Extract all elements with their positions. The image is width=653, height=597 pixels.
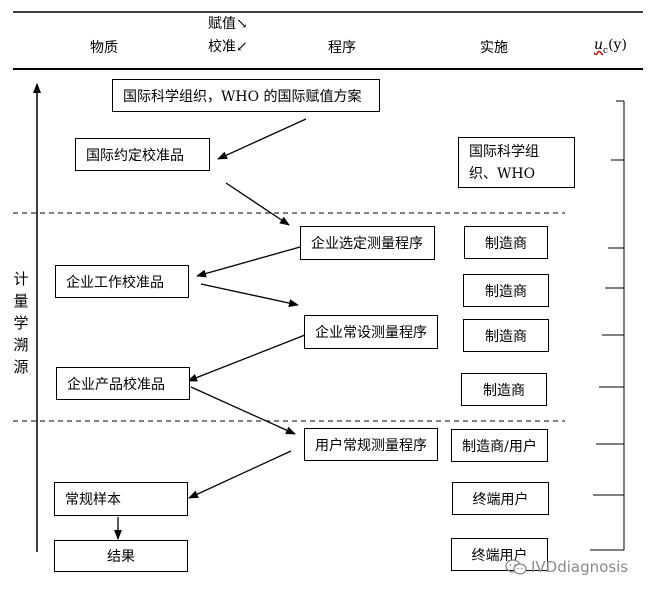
header-col-material: 物质: [90, 40, 118, 56]
arrow-standing-procedure-to-product-calibrator: [187, 334, 306, 382]
header-col-implementer: 实施: [480, 40, 508, 56]
watermark-text: IVDdiagnosis: [531, 558, 629, 576]
traceability-label: 计量学溯源: [13, 270, 29, 376]
box-user-routine-procedure: 用户常规测量程序: [304, 428, 438, 461]
header-col-uncertainty: uc(y): [594, 37, 627, 56]
box-manufacturer-4: 制造商: [461, 373, 547, 406]
box-end-user-2: 终端用户: [451, 538, 548, 571]
uncertainty-subscript: c: [603, 45, 609, 56]
header-col-assign-top: 赋值↘: [208, 16, 248, 32]
uncertainty-bracket: [590, 100, 625, 551]
box-international-conventional-calibrator: 国际约定校准品: [75, 138, 210, 171]
box-international-org-who: 国际科学组织、WHO: [458, 137, 575, 188]
box-manufacturer-2: 制造商: [463, 274, 549, 307]
uncertainty-symbol: u: [594, 37, 604, 53]
box-international-assignment-scheme: 国际科学组织，WHO 的国际赋值方案: [112, 79, 380, 112]
box-manufacturer-user: 制造商/用户: [451, 429, 548, 462]
arrow-scheme-to-calibrator: [217, 118, 307, 160]
uncertainty-argument: (y): [608, 37, 627, 53]
box-manufacturer-product-calibrator: 企业产品校准品: [56, 367, 190, 400]
arrow-user-procedure-to-routine-sample: [188, 450, 292, 499]
arrow-selected-procedure-to-working-calibrator: [196, 246, 301, 278]
box-manufacturer-1: 制造商: [464, 226, 548, 259]
header-col-assign-bottom: 校准↙: [208, 39, 248, 55]
arrow-working-calibrator-to-standing-procedure: [200, 283, 299, 308]
header-col-procedure: 程序: [328, 40, 356, 56]
box-manufacturer-selected-procedure: 企业选定测量程序: [300, 226, 435, 260]
arrow-calibrator-to-selected-procedure: [225, 182, 290, 226]
box-end-user-1: 终端用户: [452, 482, 549, 515]
box-manufacturer-standing-procedure: 企业常设测量程序: [304, 315, 438, 349]
box-routine-sample: 常规样本: [54, 482, 188, 516]
box-result: 结果: [54, 540, 188, 572]
arrow-product-calibrator-to-user-procedure: [190, 386, 296, 435]
box-manufacturer-working-calibrator: 企业工作校准品: [55, 265, 189, 298]
box-manufacturer-3: 制造商: [463, 319, 549, 352]
wechat-logo-icon: [505, 559, 527, 575]
watermark: IVDdiagnosis: [505, 558, 628, 576]
